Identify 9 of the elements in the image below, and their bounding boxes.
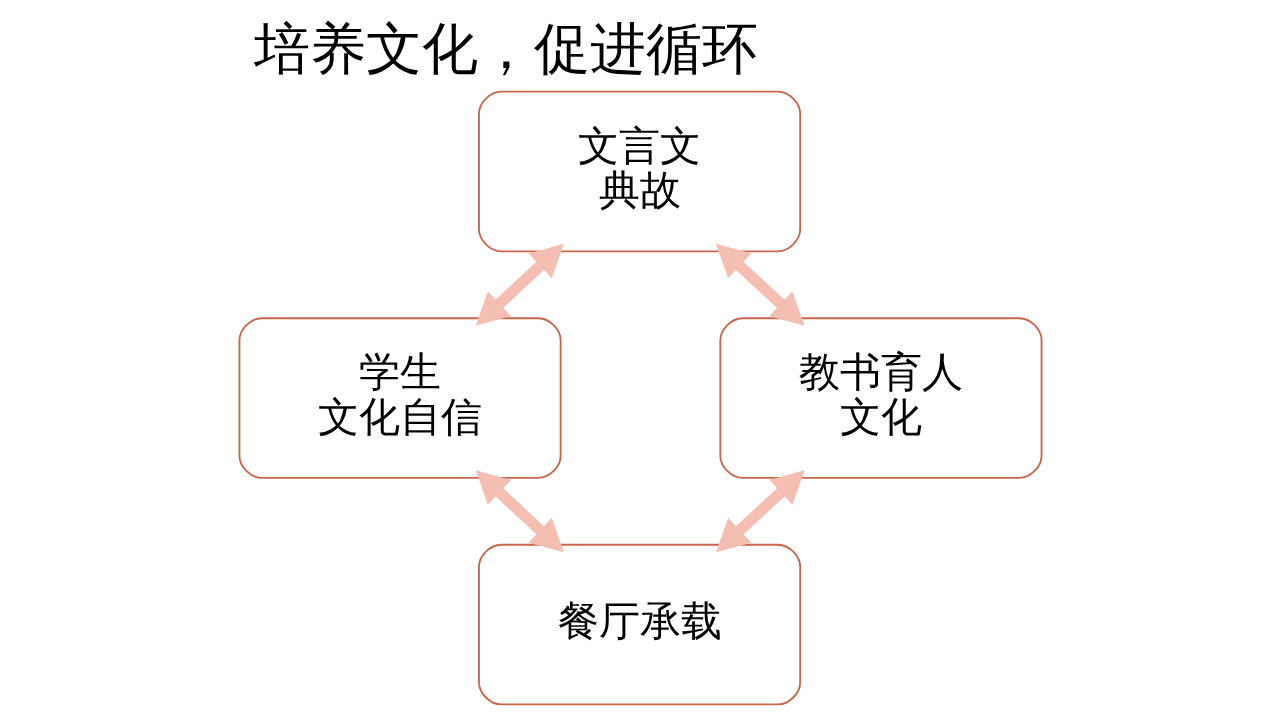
diagram-title: 培养文化，促进循环: [253, 15, 758, 81]
arrow: [715, 243, 805, 326]
node-box: 文言文 典故: [477, 90, 801, 253]
arrow: [475, 243, 564, 326]
node-box: 教书育人 文化: [718, 317, 1042, 479]
arrow: [475, 470, 564, 553]
node-box: 学生 文化自信: [238, 317, 562, 479]
node-box: 餐厅承载: [477, 543, 801, 706]
arrow: [715, 470, 805, 553]
